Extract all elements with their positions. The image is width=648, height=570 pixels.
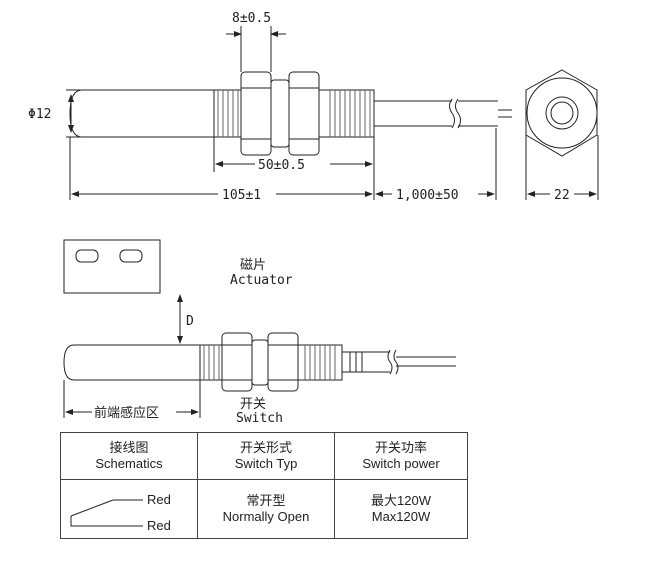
hex-nut-1 — [240, 71, 272, 156]
switch-type-cell: 常开型 Normally Open — [197, 479, 335, 539]
switch-type-cn: 常开型 — [246, 493, 286, 508]
switch-symbol — [70, 499, 143, 527]
spec-body-row: Red Red 常开型 Normally Open 最大120W Max120W — [60, 479, 468, 539]
switch-cn-label: 开关 — [240, 397, 266, 412]
switch-power-cell: 最大120W Max120W — [334, 479, 468, 539]
body-length-dimension — [69, 137, 375, 200]
actuator-cn-label: 磁片 — [240, 258, 266, 273]
body-length-label: 105±1 — [222, 188, 261, 203]
spec-table: 接线图 Schematics 开关形式 Switch Typ 开关功率 Swit… — [60, 432, 468, 539]
sensor-side-view — [69, 71, 512, 156]
schematics-header-cn: 接线图 — [109, 440, 149, 455]
cable-length-label: 1,000±50 — [396, 188, 459, 203]
actuator-en-label: Actuator — [230, 273, 293, 288]
cable-length-dimension — [375, 128, 497, 200]
sensor-assembly-view — [63, 332, 456, 392]
hex-across-label: 22 — [554, 188, 570, 203]
spec-header-row: 接线图 Schematics 开关形式 Switch Typ 开关功率 Swit… — [60, 432, 468, 480]
diameter-label: Φ12 — [28, 107, 51, 122]
switch-power-header-cn: 开关功率 — [374, 440, 427, 455]
schematic-diagram: Red Red — [61, 480, 197, 538]
switch-power-header-en: Switch power — [362, 456, 440, 471]
switch-type-header-en: Switch Typ — [234, 456, 298, 471]
switch-power-header: 开关功率 Switch power — [334, 432, 468, 480]
washer — [270, 79, 290, 148]
switch-en-label: Switch — [236, 411, 283, 426]
nut-width-label: 8±0.5 — [232, 11, 271, 26]
switch-power-cn: 最大120W — [371, 493, 431, 508]
nut-width-dimension — [226, 26, 286, 72]
thread-lines — [217, 90, 371, 137]
sensing-zone-dimension — [63, 380, 201, 418]
thread-length-label: 50±0.5 — [258, 158, 305, 173]
switch-type-en: Normally Open — [222, 509, 310, 524]
schematics-header: 接线图 Schematics — [60, 432, 198, 480]
hex-across-dimension — [525, 135, 599, 200]
schematic-cell: Red Red — [60, 479, 198, 539]
thread-length-dimension — [213, 137, 375, 172]
wire-label-top: Red — [147, 492, 171, 507]
hex-nut-2 — [288, 71, 320, 156]
switch-type-header: 开关形式 Switch Typ — [197, 432, 335, 480]
switch-power-en: Max120W — [371, 509, 431, 524]
actuator-magnet — [63, 239, 161, 294]
schematics-header-en: Schematics — [95, 456, 163, 471]
sensing-zone-label: 前端感应区 — [94, 405, 159, 421]
wire-label-bottom: Red — [147, 518, 171, 533]
switch-type-header-cn: 开关形式 — [239, 440, 292, 455]
distance-label: D — [186, 314, 194, 329]
diameter-dimension — [66, 89, 80, 138]
sensor-end-view — [525, 69, 598, 157]
